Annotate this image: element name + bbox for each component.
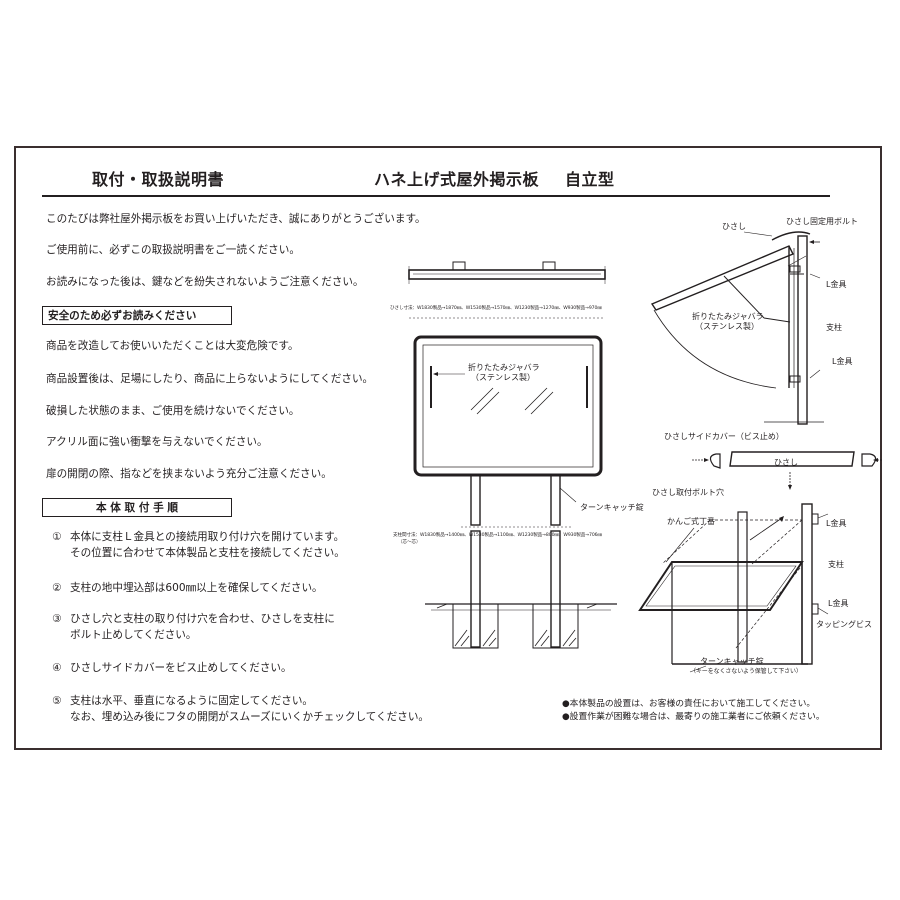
side-view-diagram (650, 231, 824, 425)
side-jabara-label: 折りたたみジャバラ (692, 312, 764, 321)
hisashi-dimensions: ひさし寸法：W1830製品→1870㎜、W1530製品→1570㎜、W1230製… (390, 306, 602, 311)
install-step-3: ③ ひさし穴と支柱の取り付け穴を合わせ、ひさしを支柱に ボルト止めしてください。 (52, 611, 335, 643)
step-text: 支柱の地中埋込部は600㎜以上を確保してください。 (70, 582, 323, 594)
cover-right (861, 453, 877, 467)
side-pillar (797, 235, 808, 425)
intro-line-1: このたびは弊社屋外掲示板をお買い上げいただき、誠にありがとうございます。 (46, 213, 426, 225)
side-hisashi-label: ひさし (722, 222, 746, 231)
assembly-diagram (638, 503, 829, 673)
safety-heading: 安全のため必ずお読みください (42, 306, 232, 325)
safety-item-3: 破損した状態のまま、ご使用を続けないでください。 (46, 405, 300, 417)
board-frame (413, 335, 603, 477)
front-jabara-sub: （ステンレス製） (471, 373, 535, 382)
install-heading: 本 体 取 付 手 順 (42, 498, 232, 517)
safety-item-4: アクリル面に強い衝撃を与えないでください。 (46, 436, 268, 448)
bolt-hole-label: ひさし取付ボルト穴 (652, 488, 724, 497)
hisashi-cover-diagram (692, 451, 882, 490)
side-jabara-sub: （ステンレス製） (695, 322, 759, 331)
cover-label: ひさしサイドカバー（ビス止め） (664, 432, 784, 441)
hinge-label: かんご式丁番 (667, 517, 715, 526)
safety-item-2: 商品設置後は、足場にしたり、商品に上らないようにしてください。 (46, 373, 374, 385)
assembly-l-bracket-bottom: L金具 (828, 599, 849, 608)
product-type: 自立型 (565, 170, 615, 189)
product-title-row: ハネ上げ式屋外掲示板 自立型 (374, 172, 615, 188)
install-step-1: ① 本体に支柱Ｌ金具との接続用取り付け穴を開けています。 その位置に合わせて本体製… (52, 529, 345, 561)
front-jabara-label: 折りたたみジャバラ (468, 363, 540, 372)
intro-line-2: ご使用前に、必ずこの取扱説明書をご一読ください。 (46, 244, 300, 256)
hisashi-bar-top (408, 269, 606, 280)
step-text: ひさしサイドカバーをビス止めしてください。 (70, 662, 292, 674)
step-number: ② (52, 582, 62, 594)
step-text-2: なお、埋め込み後にフタの開閉がスムーズにいくかチェックしてください。 (70, 711, 430, 723)
side-l-bracket-bottom: L金具 (832, 357, 853, 366)
step-text-2: ボルト止めしてください。 (70, 629, 197, 641)
assembly-lock-sub: （キーをなくさないよう保管して下さい） (690, 668, 802, 675)
bolt-cap-right (542, 261, 556, 271)
front-view-diagram (408, 261, 617, 649)
tapping-screw-label: タッピングビス (816, 620, 872, 629)
safety-item-5: 扉の開閉の際、指などを挟まないよう充分ご注意ください。 (46, 468, 332, 480)
title-underline (42, 195, 830, 197)
safety-item-1: 商品を改造してお使いいただくことは大変危険です。 (46, 340, 299, 352)
foundation-left (452, 603, 499, 649)
assembly-lock-label: ターンキャッチ錠 (700, 657, 764, 666)
note-1: ●本体製品の設置は、お客様の責任において施工してください。 (562, 699, 816, 709)
assembly-l-bracket-top: L金具 (826, 519, 847, 528)
step-number: ④ (52, 662, 62, 674)
instruction-sheet: 取付・取扱説明書 ハネ上げ式屋外掲示板 自立型 このたびは弊社屋外掲示板をお買い上… (14, 146, 882, 750)
step-number: ① (52, 531, 62, 543)
product-title: ハネ上げ式屋外掲示板 (374, 170, 540, 189)
note-2: ●設置作業が困難な場合は、最寄りの施工業者にご依頼ください。 (562, 712, 825, 722)
install-step-4: ④ ひさしサイドカバーをビス止めしてください。 (52, 660, 292, 676)
side-bolt-label: ひさし固定用ボルト (786, 217, 858, 226)
step-text: 支柱は水平、垂直になるように固定してください。 (70, 695, 314, 707)
install-step-2: ② 支柱の地中埋込部は600㎜以上を確保してください。 (52, 580, 323, 596)
side-board (650, 245, 794, 311)
assembly-board (638, 561, 804, 611)
hisashi-part (729, 451, 855, 467)
document-title: 取付・取扱説明書 (92, 170, 225, 189)
cover-hisashi-label: ひさし (774, 458, 798, 467)
assembly-pillar-label: 支柱 (828, 560, 844, 569)
intro-line-3: お読みになった後は、鍵などを紛失されないようご注意ください。 (46, 276, 364, 288)
step-text: 本体に支柱Ｌ金具との接続用取り付け穴を開けています。 (70, 531, 345, 543)
step-text-2: その位置に合わせて本体製品と支柱を接続してください。 (70, 547, 345, 559)
pillar-left-lower (470, 530, 481, 648)
foundation-right (532, 603, 579, 649)
cover-left (709, 453, 721, 469)
pillar-left-upper (470, 474, 481, 526)
pillar-right-lower (550, 530, 561, 648)
side-pillar-label: 支柱 (826, 323, 842, 332)
side-l-bracket-top: L金具 (826, 280, 847, 289)
pillar-dimensions-sub: （芯～芯） (398, 540, 421, 545)
install-step-5: ⑤ 支柱は水平、垂直になるように固定してください。 なお、埋め込み後にフタの開閉が… (52, 693, 429, 725)
bolt-cap-left (452, 261, 466, 271)
assembly-pillar (801, 503, 813, 665)
board-panel (422, 344, 594, 468)
step-number: ③ (52, 613, 62, 625)
step-number: ⑤ (52, 695, 62, 707)
step-text: ひさし穴と支柱の取り付け穴を合わせ、ひさしを支柱に (70, 613, 335, 625)
front-lock-label: ターンキャッチ錠 (580, 503, 644, 512)
pillar-right-upper (550, 474, 561, 526)
pillar-dimensions: 支柱間寸法：W1830製品→1400㎜、W1530製品→1100㎜、W1230製… (393, 533, 602, 538)
